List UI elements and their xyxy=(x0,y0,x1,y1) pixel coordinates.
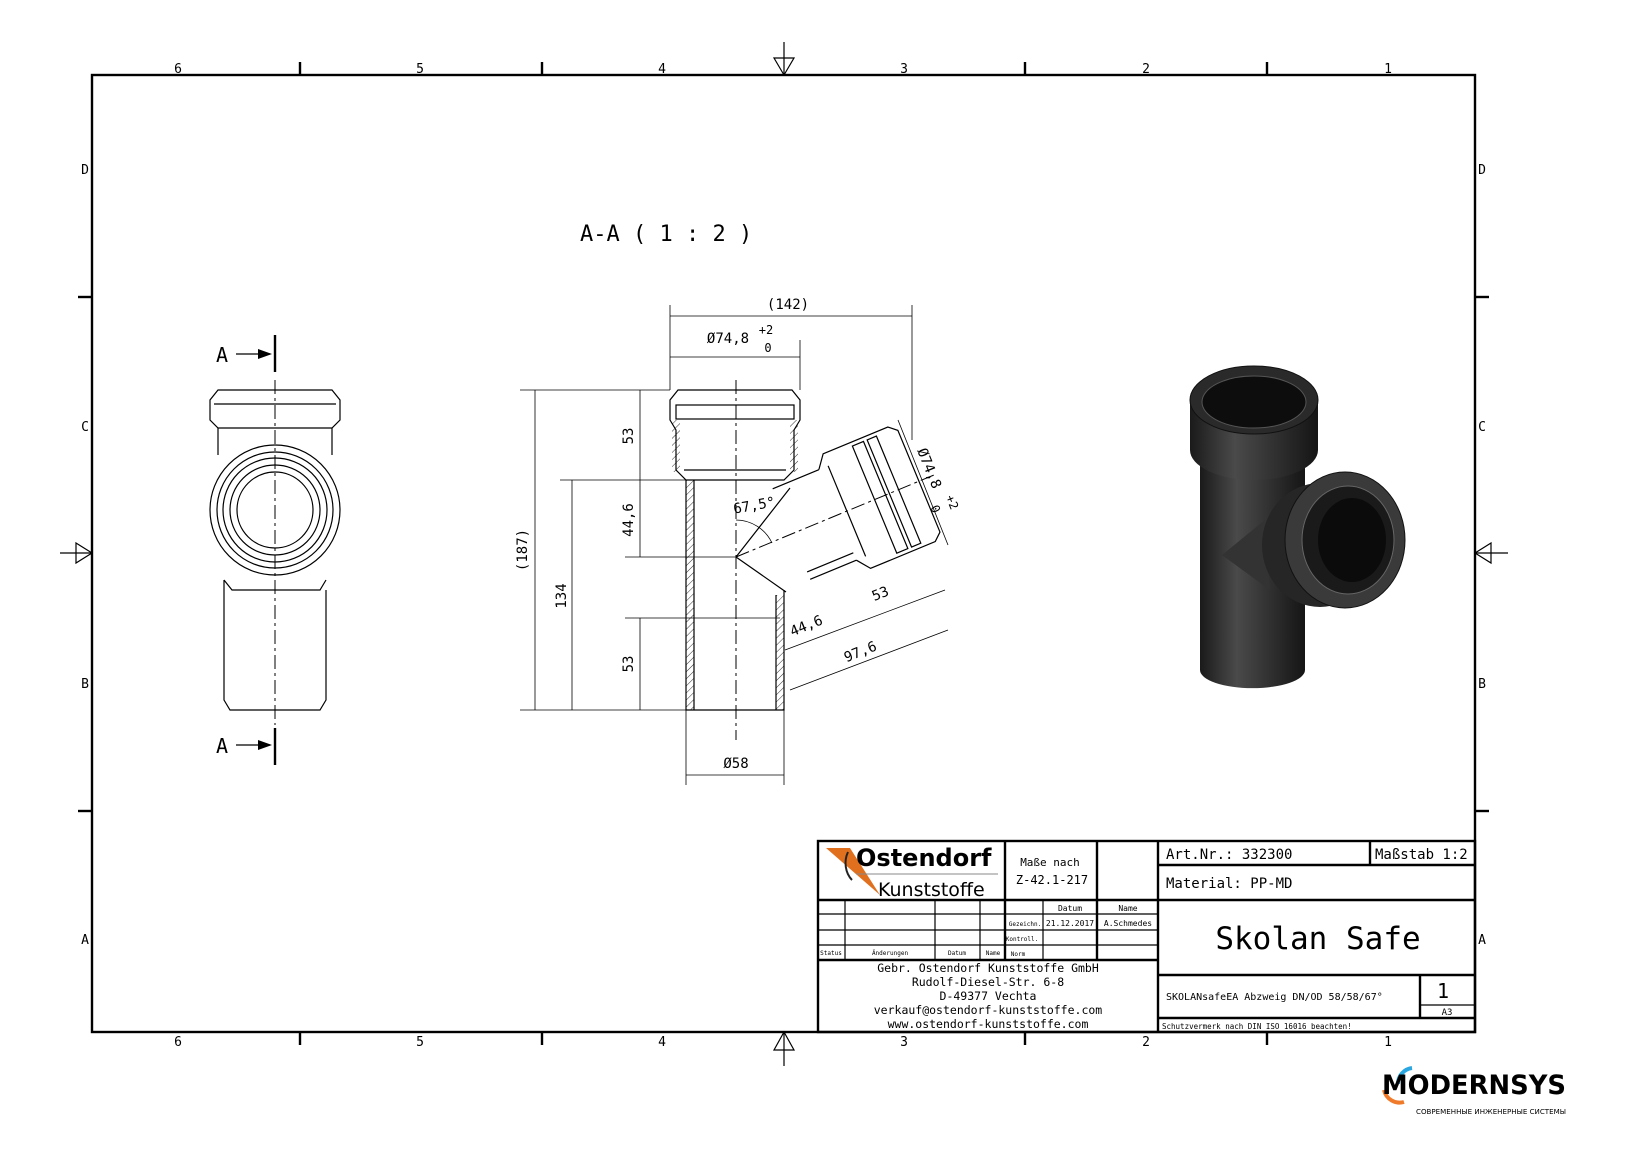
dim-branch-tol-lower: 0 xyxy=(928,503,944,515)
dims-per-value: Z-42.1-217 xyxy=(1016,873,1088,887)
dim-bottom-length: 53 xyxy=(621,656,637,673)
company-email: verkauf@ostendorf-kunststoffe.com xyxy=(874,1003,1103,1017)
logo-line2: Kunststoffe xyxy=(878,879,985,901)
zone-letter: D xyxy=(1478,163,1486,178)
zone-number: 3 xyxy=(900,62,908,77)
company-name: Gebr. Ostendorf Kunststoffe GmbH xyxy=(877,961,1099,975)
side-view: A A xyxy=(209,335,341,765)
zone-letter: A xyxy=(81,933,89,948)
centering-arrow-icon xyxy=(60,42,1508,1066)
dim-inner-height: 134 xyxy=(554,583,570,608)
product-description: SKOLANsafeEA Abzweig DN/OD 58/58/67° xyxy=(1166,992,1383,1003)
dim-branch-tol-upper: +2 xyxy=(943,493,961,512)
zone-number: 6 xyxy=(174,62,182,77)
watermark-brand: MODERNSYS xyxy=(1382,1070,1566,1101)
company-street: Rudolf-Diesel-Str. 6-8 xyxy=(912,975,1064,989)
dim-overall-width: (142) xyxy=(767,297,809,313)
rev-status: Status xyxy=(820,950,842,957)
row-kontrolliert: Kontroll. xyxy=(1006,936,1039,943)
product-3d-render xyxy=(1189,365,1406,689)
material: Material: PP-MD xyxy=(1166,876,1292,892)
zone-letter: C xyxy=(1478,420,1486,435)
zone-number: 4 xyxy=(658,1035,666,1050)
section-title: A-A ( 1 : 2 ) xyxy=(580,222,752,247)
title-block: Ostendorf Kunststoffe Maße nach Z-42.1-2… xyxy=(816,839,1477,1034)
col-name: Name xyxy=(1118,904,1137,913)
row-gezeichnet: Gezeichn. xyxy=(1009,921,1042,928)
drawing-frame: 6 5 4 3 2 1 6 5 4 3 2 1 D C B A D C B A xyxy=(60,42,1508,1066)
dim-branch-offset: 44,6 xyxy=(788,613,825,640)
zone-number: 2 xyxy=(1142,62,1150,77)
zone-number: 3 xyxy=(900,1035,908,1050)
dim-pipe-diameter: Ø58 xyxy=(723,756,748,772)
protection-note: Schutzvermerk nach DIN ISO 16016 beachte… xyxy=(1162,1022,1352,1031)
watermark-tagline: СОВРЕМЕННЫЕ ИНЖЕНЕРНЫЕ СИСТЕМЫ xyxy=(1416,1108,1566,1116)
paper-format: A3 xyxy=(1442,1008,1453,1018)
dim-top-socket-depth: 53 xyxy=(621,428,637,445)
section-marker-top: A xyxy=(216,343,228,367)
row-norm: Norm xyxy=(1011,951,1026,958)
rev-name: Name xyxy=(986,950,1001,957)
zone-number: 5 xyxy=(416,1035,424,1050)
dims-per-label: Maße nach xyxy=(1020,856,1080,869)
zone-number: 1 xyxy=(1384,62,1392,77)
rev-changes: Änderungen xyxy=(872,950,909,957)
dim-branch-length: 97,6 xyxy=(842,639,879,666)
modernsys-watermark: MODERNSYS СОВРЕМЕННЫЕ ИНЖЕНЕРНЫЕ СИСТЕМЫ xyxy=(1382,1066,1566,1116)
zone-letter: A xyxy=(1478,933,1486,948)
dim-branch-socket-depth: 53 xyxy=(870,584,892,605)
zone-number: 2 xyxy=(1142,1035,1150,1050)
company-website: www.ostendorf-kunststoffe.com xyxy=(888,1017,1089,1031)
section-view: (142) Ø74,8 +2 0 53 44,6 53 (187) 134 67… xyxy=(515,297,961,785)
dim-tol-lower: 0 xyxy=(764,341,771,355)
article-number: Art.Nr.: 332300 xyxy=(1166,847,1292,863)
drawn-name: A.Schmedes xyxy=(1104,919,1152,928)
zone-letter: B xyxy=(81,677,89,692)
zone-number: 5 xyxy=(416,62,424,77)
zone-number: 4 xyxy=(658,62,666,77)
zone-letter: D xyxy=(81,163,89,178)
ostendorf-logo: Ostendorf Kunststoffe xyxy=(826,844,998,901)
dim-branch-socket-diameter: Ø74,8 xyxy=(913,446,944,491)
zone-letter: C xyxy=(81,420,89,435)
dim-overall-height: (187) xyxy=(515,529,531,571)
company-city: D-49377 Vechta xyxy=(940,989,1037,1003)
sheet-number: 1 xyxy=(1437,979,1449,1003)
col-datum: Datum xyxy=(1058,904,1082,913)
drawn-date: 21.12.2017 xyxy=(1046,919,1094,928)
product-name: Skolan Safe xyxy=(1215,921,1420,957)
zone-number: 6 xyxy=(174,1035,182,1050)
dim-tol-upper: +2 xyxy=(759,323,773,337)
rev-date: Datum xyxy=(948,950,966,957)
dim-angle: 67,5° xyxy=(732,495,776,518)
dim-upper-offset: 44,6 xyxy=(621,503,637,537)
zone-number: 1 xyxy=(1384,1035,1392,1050)
section-marker-bottom: A xyxy=(216,734,228,758)
scale: Maßstab 1:2 xyxy=(1375,847,1468,863)
zone-letter: B xyxy=(1478,677,1486,692)
dim-socket-diameter: Ø74,8 xyxy=(707,331,749,347)
logo-line1: Ostendorf xyxy=(856,844,992,872)
